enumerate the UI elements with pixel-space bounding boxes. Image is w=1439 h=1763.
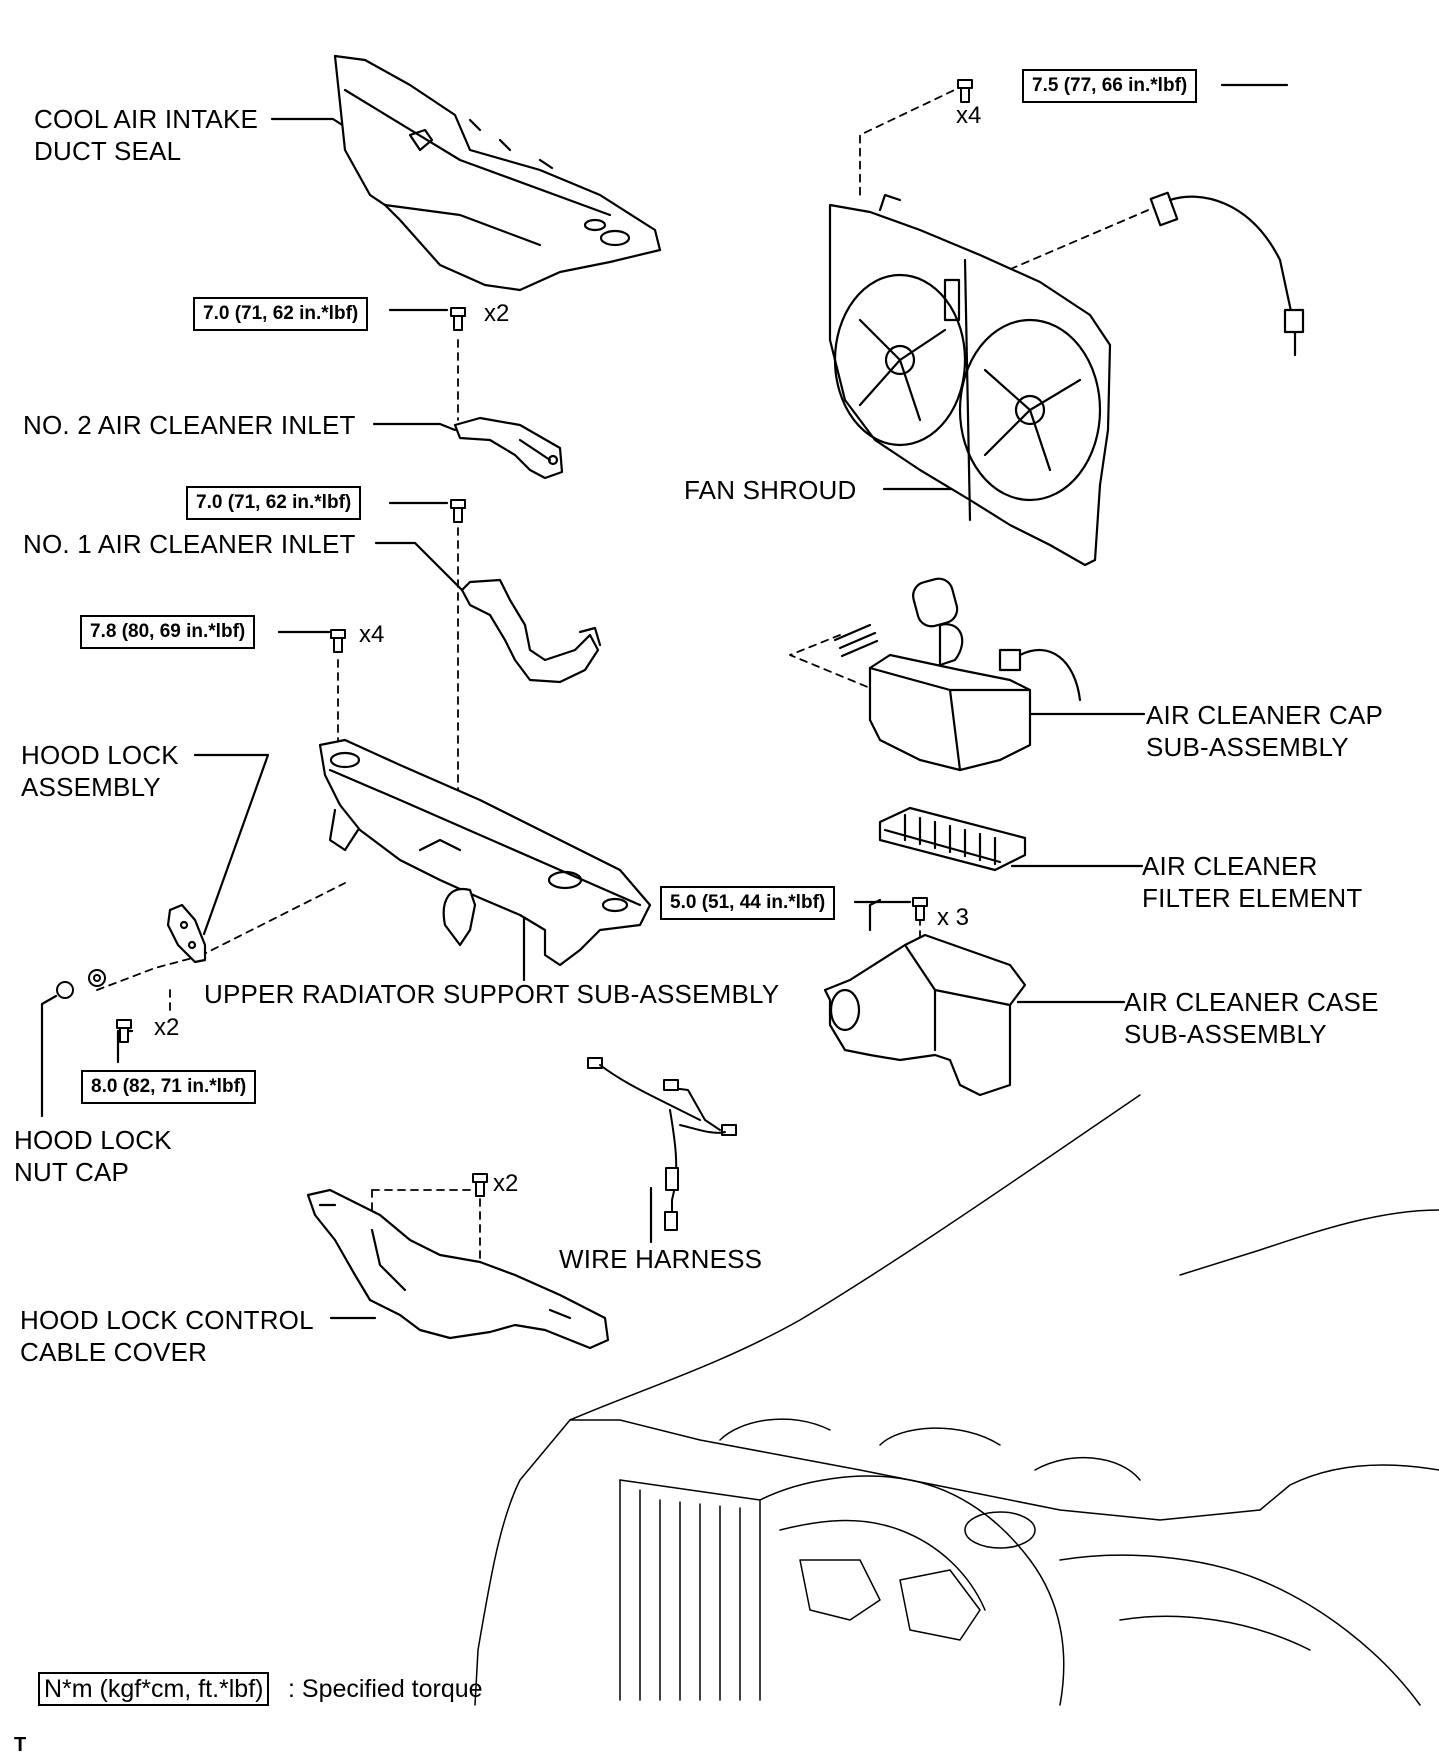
label-line-2: SUB-ASSEMBLY — [1124, 1019, 1327, 1049]
label-line-2: DUCT SEAL — [34, 136, 182, 166]
label-air-cleaner-case: AIR CLEANER CASE SUB-ASSEMBLY — [1124, 986, 1379, 1050]
bolt-icons — [56, 79, 973, 1197]
label-line-1: HOOD LOCK — [14, 1125, 172, 1155]
label-line-1: COOL AIR INTAKE — [34, 104, 259, 134]
label-line-2: NUT CAP — [14, 1157, 130, 1187]
label-hood-lock-assembly: HOOD LOCK ASSEMBLY — [21, 739, 179, 803]
air-cleaner-filter-element — [878, 806, 1027, 872]
hood-lock-assembly — [166, 903, 207, 964]
label-no2-air-cleaner-inlet: NO. 2 AIR CLEANER INLET — [23, 410, 356, 440]
qty-hood-lock: x2 — [154, 1014, 180, 1041]
label-line-2: ASSEMBLY — [21, 772, 161, 802]
figure-id: T — [14, 1734, 27, 1756]
label-hood-lock-cable-cover: HOOD LOCK CONTROL CABLE COVER — [20, 1304, 314, 1368]
torque-fan-shroud: 7.5 (77, 66 in.*lbf) — [1022, 69, 1198, 103]
label-line-2: FILTER ELEMENT — [1142, 883, 1363, 913]
leader-lines — [40, 83, 1289, 1320]
label-fan-shroud: FAN SHROUD — [684, 475, 857, 505]
no2-air-cleaner-inlet — [453, 416, 564, 480]
no1-air-cleaner-inlet — [460, 578, 602, 684]
hood-lock-cable-cover — [306, 1188, 610, 1350]
cool-air-intake-duct-seal — [333, 54, 662, 292]
qty-no2-inlet: x2 — [484, 300, 510, 327]
label-no1-air-cleaner-inlet: NO. 1 AIR CLEANER INLET — [23, 529, 356, 559]
air-cleaner-cap — [833, 577, 1082, 772]
label-air-cleaner-filter: AIR CLEANER FILTER ELEMENT — [1142, 850, 1362, 914]
label-line-1: HOOD LOCK — [21, 740, 179, 770]
torque-no2-inlet: 7.0 (71, 62 in.*lbf) — [193, 297, 369, 331]
qty-radiator-support: x4 — [359, 621, 385, 648]
fan-shroud — [828, 193, 1112, 567]
qty-cable-cover: x2 — [493, 1170, 519, 1197]
label-hood-lock-nut-cap: HOOD LOCK NUT CAP — [14, 1124, 172, 1188]
fan-wire — [1149, 191, 1305, 357]
legend-description: : Specified torque — [288, 1675, 483, 1703]
label-cool-air-intake-duct-seal: COOL AIR INTAKE DUCT SEAL — [34, 103, 258, 167]
label-wire-harness: WIRE HARNESS — [559, 1244, 763, 1274]
qty-air-cleaner-case: x 3 — [937, 904, 970, 931]
label-line-1: AIR CLEANER — [1142, 851, 1318, 881]
label-line-1: HOOD LOCK CONTROL — [20, 1305, 314, 1335]
label-air-cleaner-cap: AIR CLEANER CAP SUB-ASSEMBLY — [1146, 699, 1383, 763]
label-line-2: CABLE COVER — [20, 1337, 208, 1367]
label-line-1: AIR CLEANER CASE — [1124, 987, 1379, 1017]
torque-radiator-support: 7.8 (80, 69 in.*lbf) — [80, 615, 256, 649]
torque-no1-inlet: 7.0 (71, 62 in.*lbf) — [186, 486, 362, 520]
wire-harness — [587, 1057, 737, 1231]
upper-radiator-support — [318, 738, 652, 967]
legend-torque-unit: N*m (kgf*cm, ft.*lbf) — [38, 1672, 270, 1706]
vehicle-outline — [474, 1094, 1439, 1706]
torque-air-cleaner-case: 5.0 (51, 44 in.*lbf) — [660, 886, 836, 920]
label-upper-radiator-support: UPPER RADIATOR SUPPORT SUB-ASSEMBLY — [204, 979, 780, 1009]
air-cleaner-case — [823, 898, 1027, 1097]
label-line-1: AIR CLEANER CAP — [1146, 700, 1384, 730]
label-line-2: SUB-ASSEMBLY — [1146, 732, 1349, 762]
qty-fan-shroud: x4 — [956, 102, 982, 129]
torque-hood-lock: 8.0 (82, 71 in.*lbf) — [81, 1070, 257, 1104]
